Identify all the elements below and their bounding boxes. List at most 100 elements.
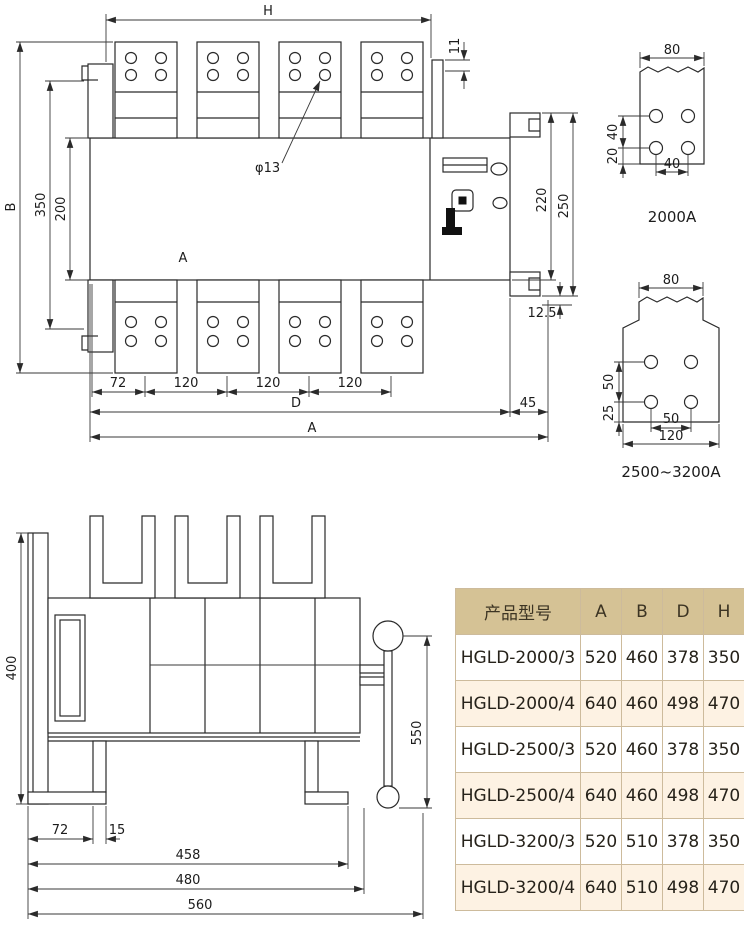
dim-label-12-5: 12.5 <box>528 306 557 321</box>
value-cell: 640 <box>580 772 622 819</box>
dim-label-20: 20 <box>606 148 621 165</box>
dim-3200a-50h: 50 <box>650 409 692 432</box>
mounting-bracket-top-left <box>81 63 114 139</box>
handle-knob <box>372 620 404 652</box>
side-left-plate <box>27 532 49 805</box>
dim-12-5: 12.5 <box>528 282 572 321</box>
dim-label-120a: 120 <box>174 376 199 391</box>
terminal-plate-2500-3200a <box>622 296 720 423</box>
dim-label-120b: 120 <box>256 376 281 391</box>
terminal-block-bottom-4 <box>360 279 424 374</box>
terminal-block-top-2 <box>196 41 260 139</box>
dim-label-250: 250 <box>557 194 572 219</box>
side-view-drawing: 400 550 72 15 458 480 560 <box>5 515 432 919</box>
dim-label-25: 25 <box>602 405 617 422</box>
value-cell: 498 <box>662 864 704 911</box>
dim-200: 200 <box>54 137 88 281</box>
dim-250: 250 <box>542 113 578 297</box>
dim-label-550: 550 <box>410 721 425 746</box>
dim-350: 350 <box>34 80 84 330</box>
terminal-block-bottom-3 <box>278 279 342 374</box>
header-d: D <box>662 588 704 635</box>
front-view-drawing: H 11 B 350 200 <box>4 4 578 442</box>
dim-2000a-20: 20 <box>606 148 640 178</box>
handle-ball <box>376 785 400 809</box>
value-cell: 470 <box>703 864 744 911</box>
value-cell: 350 <box>703 726 744 773</box>
dim-label-50v: 50 <box>602 374 617 391</box>
table-row: HGLD-2500/3 520 460 378 350 <box>455 726 744 773</box>
model-cell: HGLD-2000/4 <box>455 680 581 727</box>
terminal-block-bottom-2 <box>196 279 260 374</box>
terminal-bar-edge <box>431 59 444 139</box>
model-cell: HGLD-2000/3 <box>455 634 581 681</box>
header-model: 产品型号 <box>455 588 581 635</box>
dim-chain-bottom: 72 120 120 120 <box>91 284 392 397</box>
value-cell: 510 <box>621 864 663 911</box>
dim-label-120: 120 <box>659 429 684 444</box>
value-cell: 460 <box>621 680 663 727</box>
terminal-block-top-3 <box>278 41 342 139</box>
table-row: HGLD-2000/3 520 460 378 350 <box>455 634 744 681</box>
dim-label-b: B <box>4 203 19 212</box>
handle-socket <box>451 189 474 212</box>
header-b: B <box>621 588 663 635</box>
value-cell: 520 <box>580 634 622 681</box>
header-a: A <box>580 588 622 635</box>
dim-label-phi13: φ13 <box>255 161 280 176</box>
terminal-plate-2000a <box>639 66 705 165</box>
side-terminal-lugs <box>89 515 326 599</box>
dim-label-220: 220 <box>535 188 550 213</box>
spec-table: 产品型号 A B D H HGLD-2000/3 520 460 378 350… <box>455 588 744 911</box>
model-cell: HGLD-2500/3 <box>455 726 581 773</box>
terminal-2000a-title: 2000A <box>648 208 697 226</box>
value-cell: 520 <box>580 726 622 773</box>
table-row: HGLD-2500/4 640 460 498 470 <box>455 772 744 819</box>
value-cell: 470 <box>703 772 744 819</box>
side-feet <box>27 740 349 805</box>
mounting-bracket-bottom-left <box>81 279 114 353</box>
dim-400: 400 <box>5 532 28 805</box>
dim-3200a-50v: 50 <box>602 361 644 403</box>
value-cell: 460 <box>621 634 663 681</box>
dim-D-45-A: D 45 A <box>89 284 549 442</box>
value-cell: 460 <box>621 772 663 819</box>
dim-220: 220 <box>512 112 578 281</box>
side-body <box>47 597 361 742</box>
value-cell: 350 <box>703 818 744 865</box>
dim-label-560: 560 <box>188 898 213 913</box>
terminal-2500-3200a-title: 2500~3200A <box>621 463 721 481</box>
value-cell: 520 <box>580 818 622 865</box>
value-cell: 378 <box>662 726 704 773</box>
table-row: HGLD-2000/4 640 460 498 470 <box>455 680 744 727</box>
value-cell: 470 <box>703 680 744 727</box>
dim-label-120c: 120 <box>338 376 363 391</box>
dim-3200a-80: 80 <box>638 273 704 298</box>
model-cell: HGLD-2500/4 <box>455 772 581 819</box>
operating-handle-side <box>359 620 404 809</box>
hole-callout-phi13: φ13 <box>255 80 321 176</box>
body-label-a: A <box>179 251 188 266</box>
dim-label-480: 480 <box>176 873 201 888</box>
value-cell: 460 <box>621 726 663 773</box>
value-cell: 498 <box>662 772 704 819</box>
terminal-detail-2000a: 80 40 20 40 2000A <box>606 43 705 226</box>
dim-label-50h: 50 <box>663 412 680 427</box>
mounting-tab-bottom-right <box>509 271 541 297</box>
value-cell: 378 <box>662 818 704 865</box>
header-h: H <box>703 588 744 635</box>
dim-label-72: 72 <box>52 823 69 838</box>
dim-label-400: 400 <box>5 656 20 681</box>
mounting-tab-top-right <box>509 112 541 138</box>
dim-H: H <box>105 4 432 62</box>
switch-body <box>89 137 511 281</box>
indicator-window <box>490 162 508 176</box>
nameplate <box>54 614 86 722</box>
value-cell: 510 <box>621 818 663 865</box>
dim-label-h: H <box>263 4 273 19</box>
value-cell: 640 <box>580 680 622 727</box>
handle-lever <box>446 208 455 232</box>
value-cell: 640 <box>580 864 622 911</box>
terminal-block-bottom-1 <box>114 279 178 374</box>
dim-B: B <box>4 41 113 374</box>
